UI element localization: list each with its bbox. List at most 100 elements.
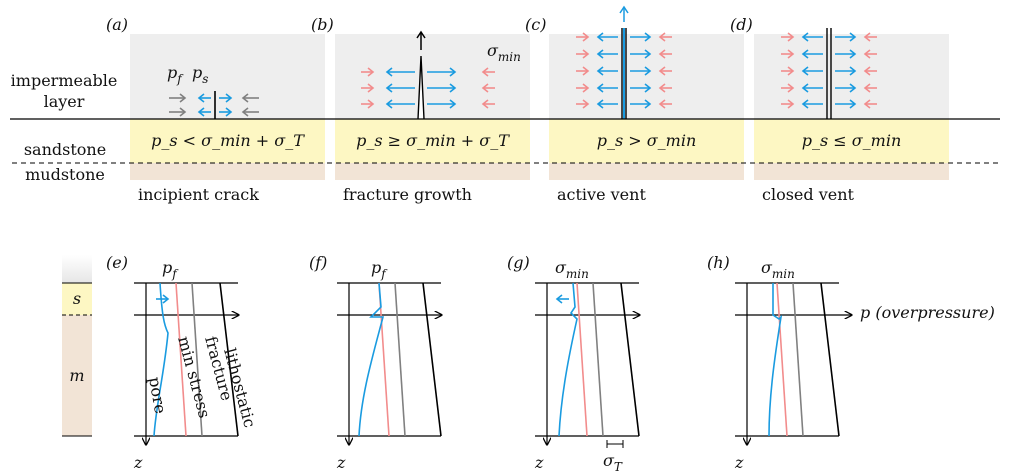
pore-growth-arrow bbox=[156, 294, 170, 304]
stress-arrow-right-2 bbox=[658, 66, 672, 76]
stress-arrow-right-0-head bbox=[481, 67, 489, 77]
sandstone-label: sandstone bbox=[24, 140, 106, 159]
pf-main: p bbox=[167, 63, 177, 82]
panel-tag: (g) bbox=[507, 253, 530, 272]
pore-arrow-left-2 bbox=[801, 66, 823, 76]
condition-equation: p_s ≤ σ_min bbox=[802, 131, 902, 150]
stress-arrow-left-3-head bbox=[582, 83, 590, 93]
label-sub: f bbox=[171, 267, 179, 281]
stress-arrow-right-2-head bbox=[658, 66, 666, 76]
sigma-t-main: σ bbox=[603, 451, 615, 470]
stress-arrow-left-4 bbox=[781, 99, 795, 109]
impermeable-label-line2: layer bbox=[44, 92, 85, 111]
vent-flow-arrow bbox=[619, 5, 629, 22]
impermeable-layer bbox=[335, 34, 530, 119]
fracture-wedge bbox=[417, 55, 425, 120]
stress-arrow-left-4 bbox=[576, 99, 590, 109]
min-stress-line bbox=[576, 282, 588, 437]
stress-arrow-left-0 bbox=[361, 67, 375, 77]
z-axis-label: z bbox=[133, 453, 143, 472]
sandstone-layer bbox=[549, 119, 744, 163]
pore-arrow-right-0-head bbox=[849, 32, 857, 42]
fluid-arrow-in-left-0 bbox=[169, 93, 187, 103]
panel-caption: incipient crack bbox=[138, 185, 259, 204]
panel-tag: (h) bbox=[707, 253, 730, 272]
pore-arrow-right-1 bbox=[427, 83, 457, 93]
stress-arrow-left-1 bbox=[781, 49, 795, 59]
pore-arrow-right-1 bbox=[630, 49, 652, 59]
condition-equation: p_s < σ_min + σ_T bbox=[151, 131, 305, 150]
stress-arrow-right-0 bbox=[863, 32, 877, 42]
stress-arrow-right-4-head bbox=[658, 99, 666, 109]
vent-flow-arrow-head bbox=[619, 5, 629, 14]
fluid-arrow-in-right-0-head bbox=[241, 93, 249, 103]
pore-arrow-left-4 bbox=[596, 99, 618, 109]
mudstone-label: mudstone bbox=[25, 165, 105, 184]
strip-sandstone bbox=[62, 283, 92, 315]
pore-arrow-right-3-head bbox=[849, 83, 857, 93]
pore-arrow-left-1 bbox=[197, 107, 211, 117]
pore-arrow-left-1 bbox=[385, 83, 415, 93]
stress-arrow-left-1-head bbox=[582, 49, 590, 59]
stress-arrow-right-2 bbox=[863, 66, 877, 76]
ps-label: ps bbox=[192, 63, 208, 86]
label-main: σ bbox=[761, 258, 773, 277]
pore-arrow-right-1 bbox=[835, 49, 857, 59]
fracture-line bbox=[792, 282, 804, 437]
pf-label: pf bbox=[167, 63, 184, 86]
pore-arrow-right-0 bbox=[835, 32, 857, 42]
z-axis-label: z bbox=[734, 453, 744, 472]
profile-panel-f: (f)zpf bbox=[309, 253, 441, 472]
panel-tag: (b) bbox=[311, 15, 334, 34]
lithostatic-line bbox=[219, 282, 239, 437]
pore-arrow-left-1-head bbox=[385, 83, 393, 93]
stress-arrow-left-1 bbox=[361, 83, 375, 93]
sigma-main: σ bbox=[487, 41, 499, 60]
stress-arrow-right-0 bbox=[481, 67, 495, 77]
pore-arrow-left-3 bbox=[596, 83, 618, 93]
stress-arrow-right-4 bbox=[863, 99, 877, 109]
pore-arrow-left-1 bbox=[801, 49, 823, 59]
panel-tag: (f) bbox=[309, 253, 327, 272]
pore-drop-arrow bbox=[555, 294, 569, 304]
vent-fluid bbox=[623, 28, 625, 119]
fracture-line bbox=[191, 282, 203, 437]
stress-arrow-right-1-head bbox=[481, 83, 489, 93]
ps-main: p bbox=[192, 63, 202, 82]
ps-sub: s bbox=[202, 72, 208, 86]
stress-arrow-left-2 bbox=[576, 66, 590, 76]
fracture-line bbox=[592, 282, 604, 437]
pore-arrow-right-2 bbox=[427, 99, 457, 109]
fluid-arrow-in-right-1 bbox=[241, 107, 259, 117]
fluid-arrow-in-right-1-head bbox=[241, 107, 249, 117]
pore-arrow-left-0 bbox=[801, 32, 823, 42]
stress-arrow-left-0-head bbox=[787, 32, 795, 42]
stress-arrow-left-4-head bbox=[787, 99, 795, 109]
panel-tag: (c) bbox=[525, 15, 546, 34]
stress-arrow-left-3-head bbox=[787, 83, 795, 93]
pore-arrow-right-2-head bbox=[849, 66, 857, 76]
label-main: p bbox=[371, 258, 381, 277]
pore-arrow-left-2 bbox=[596, 66, 618, 76]
pore-arrow-right-0-head bbox=[225, 93, 233, 103]
pore-arrow-right-0 bbox=[219, 93, 233, 103]
pore-arrow-right-2 bbox=[835, 66, 857, 76]
pore-arrow-right-1-head bbox=[449, 83, 457, 93]
lithostatic-line bbox=[422, 282, 442, 437]
stress-arrow-right-3-head bbox=[863, 83, 871, 93]
sigma-min-label: σmin bbox=[487, 41, 521, 64]
impermeable-layer bbox=[754, 34, 949, 119]
lithostatic-line bbox=[620, 282, 640, 437]
pore-arrow-right-3 bbox=[835, 83, 857, 93]
pore-arrow-right-4-head bbox=[849, 99, 857, 109]
pore-arrow-right-0-head bbox=[449, 67, 457, 77]
stress-arrow-right-1 bbox=[481, 83, 495, 93]
pore-arrow-left-0-head bbox=[596, 32, 604, 42]
pore-arrow-left-0 bbox=[596, 32, 618, 42]
